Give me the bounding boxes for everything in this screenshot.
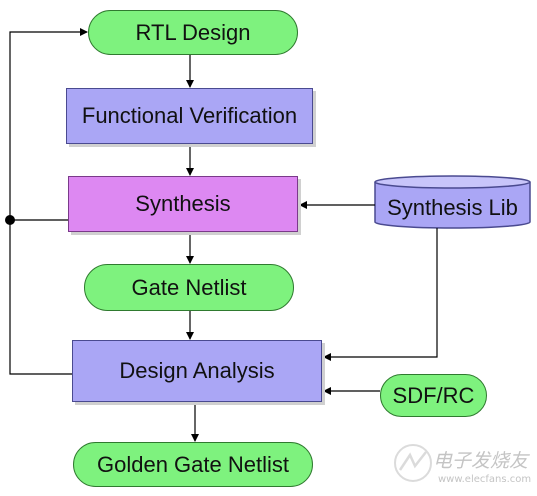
sdf-rc-label: SDF/RC: [392, 382, 475, 408]
rtl-design-node: RTL Design: [88, 10, 298, 55]
junction-dot: [5, 215, 15, 225]
synthesis-lib-node: Synthesis Lib: [375, 182, 530, 228]
sdf-rc-node: SDF/RC: [380, 374, 487, 417]
design-analysis-label: Design Analysis: [119, 358, 275, 383]
synthesis-lib-label: Synthesis Lib: [387, 195, 518, 220]
design-analysis-node: Design Analysis: [72, 340, 322, 402]
synthesis-label: Synthesis: [135, 191, 231, 216]
functional-verification-label: Functional Verification: [81, 103, 298, 128]
watermark-url: www.elecfans.com: [438, 474, 532, 485]
rtl-design-label: RTL Design: [135, 19, 251, 45]
library-cylinder-shape: [374, 175, 531, 229]
synthesis-node: Synthesis: [68, 176, 298, 232]
functional-verification-node: Functional Verification: [66, 88, 313, 144]
feedback-line-analysis: [9, 28, 88, 375]
gate-netlist-label: Gate Netlist: [131, 274, 247, 300]
watermark-logo-icon: [394, 444, 432, 482]
gate-netlist-node: Gate Netlist: [84, 264, 294, 311]
arrow-lib-to-analysis: [323, 228, 438, 361]
golden-gate-netlist-node: Golden Gate Netlist: [73, 442, 313, 487]
golden-gate-netlist-label: Golden Gate Netlist: [97, 451, 289, 477]
watermark-brand: 电子发烧友: [433, 450, 529, 472]
